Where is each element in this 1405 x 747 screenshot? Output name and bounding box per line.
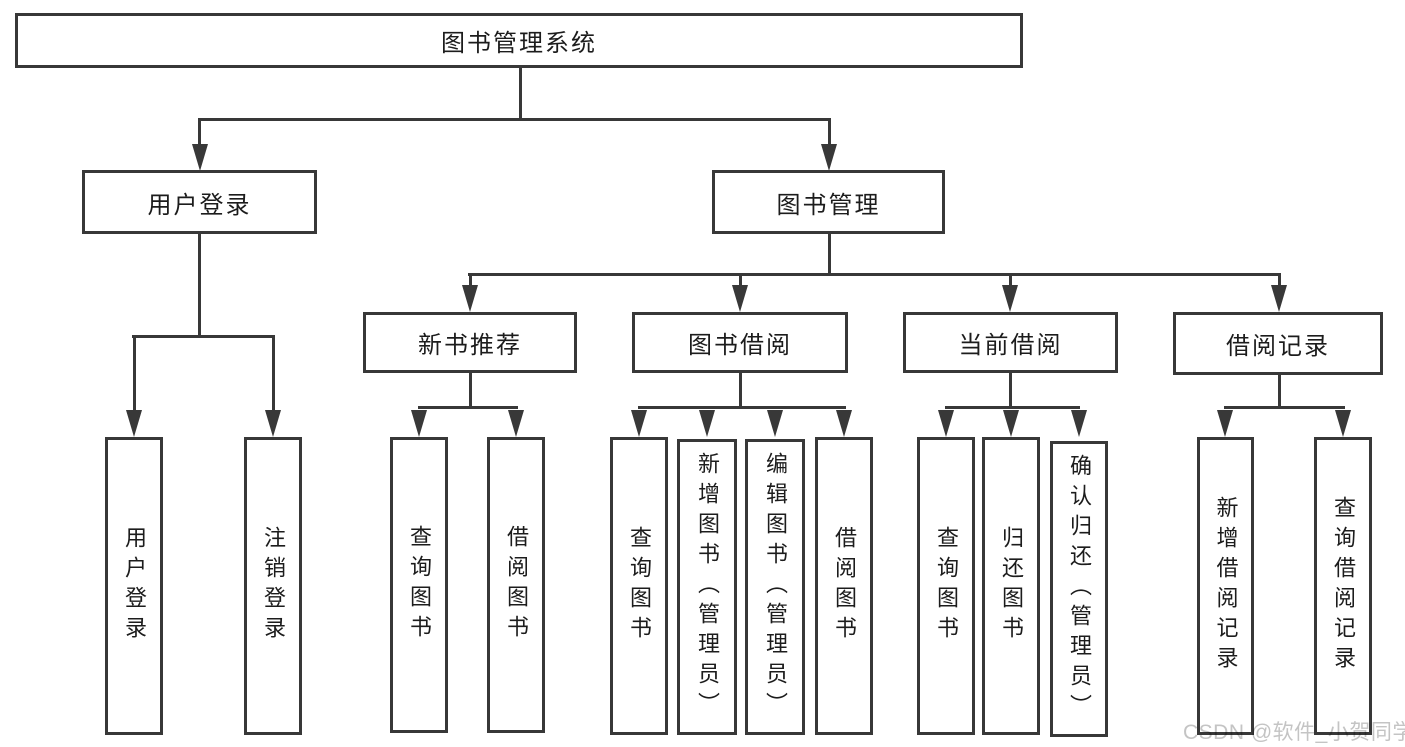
connector-borrow-records-split — [1224, 406, 1345, 409]
connector-borrow-records-stub — [1278, 373, 1281, 406]
leaf-query-borrow-record: 查询借阅记录 — [1314, 437, 1372, 735]
connector-book-borrow-stub — [739, 373, 742, 406]
connector-level2-split — [198, 118, 831, 121]
connector-book-borrow-split — [638, 406, 846, 409]
connector-arm-user-login — [198, 118, 201, 146]
node-library-system: 图书管理系统 — [15, 13, 1023, 68]
leaf-query-book-current: 查询图书 — [917, 437, 975, 735]
arrowhead-logout — [265, 410, 281, 437]
arrowhead-add-record — [1217, 410, 1233, 437]
node-book-management: 图书管理 — [712, 170, 945, 234]
arrowhead-borrow — [732, 285, 748, 312]
connector-arm-login — [133, 335, 136, 412]
connector-user-login-stub — [198, 234, 201, 335]
connector-user-login-split — [132, 335, 275, 338]
leaf-borrow-book: 借阅图书 — [815, 437, 873, 735]
arrowhead-new-book — [462, 285, 478, 312]
arrowhead-login — [126, 410, 142, 437]
connector-arm-current — [1009, 273, 1012, 287]
csdn-watermark: CSDN @软件_小贺同学 — [1183, 721, 1405, 744]
connector-current-borrow-split — [945, 406, 1080, 409]
node-borrow-records: 借阅记录 — [1173, 312, 1383, 375]
connector-current-borrow-stub — [1009, 373, 1012, 406]
leaf-logout: 注销登录 — [244, 437, 302, 735]
arrowhead-user-login — [192, 144, 208, 171]
arrowhead-add-book — [699, 410, 715, 437]
node-new-book-recommend: 新书推荐 — [363, 312, 577, 373]
arrowhead-query-book-1 — [411, 410, 427, 437]
arrowhead-query-record — [1335, 410, 1351, 437]
connector-new-book-split — [418, 406, 518, 409]
leaf-edit-book-admin: 编辑图书（管理员） — [745, 439, 805, 735]
arrowhead-confirm-return — [1071, 410, 1087, 437]
leaf-add-borrow-record: 新增借阅记录 — [1197, 437, 1254, 735]
connector-level3-split — [468, 273, 1281, 276]
leaf-confirm-return-admin: 确认归还（管理员） — [1050, 441, 1108, 737]
arrowhead-book-management — [821, 144, 837, 171]
leaf-borrow-book-recommend: 借阅图书 — [487, 437, 545, 733]
connector-new-book-stub — [469, 373, 472, 406]
leaf-add-book-admin: 新增图书（管理员） — [677, 439, 737, 735]
leaf-return-book: 归还图书 — [982, 437, 1040, 735]
arrowhead-return-book — [1003, 410, 1019, 437]
arrowhead-borrow-book-2 — [836, 410, 852, 437]
leaf-user-login: 用户登录 — [105, 437, 163, 735]
arrowhead-query-book-3 — [938, 410, 954, 437]
arrowhead-borrow-book-1 — [508, 410, 524, 437]
arrowhead-records — [1271, 285, 1287, 312]
connector-arm-book-management — [828, 118, 831, 146]
arrowhead-current — [1002, 285, 1018, 312]
connector-book-management-stub — [828, 234, 831, 273]
connector-root-stub — [519, 68, 522, 118]
connector-arm-new-book — [469, 273, 472, 287]
node-user-login: 用户登录 — [82, 170, 317, 234]
node-current-borrow: 当前借阅 — [903, 312, 1118, 373]
connector-arm-records — [1278, 273, 1281, 287]
arrowhead-query-book-2 — [631, 410, 647, 437]
leaf-query-book-recommend: 查询图书 — [390, 437, 448, 733]
node-book-borrow: 图书借阅 — [632, 312, 848, 373]
connector-arm-borrow — [739, 273, 742, 287]
arrowhead-edit-book — [767, 410, 783, 437]
leaf-query-book-borrow: 查询图书 — [610, 437, 668, 735]
connector-arm-logout — [272, 335, 275, 412]
